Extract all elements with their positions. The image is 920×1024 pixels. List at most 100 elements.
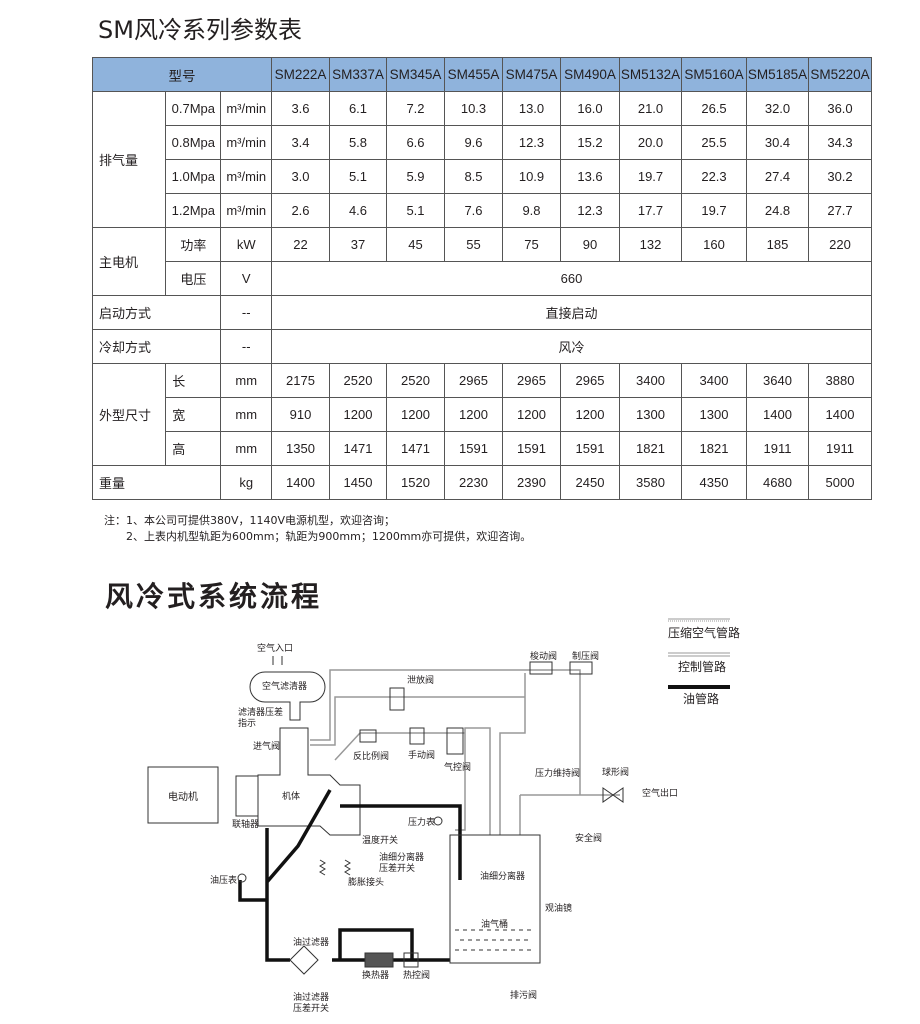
cell: 26.5 <box>681 91 747 126</box>
cell: 1400 <box>271 465 330 500</box>
heat-exchanger <box>364 952 394 968</box>
control-lines <box>310 669 620 835</box>
label-oil-gauge: 油压表 <box>210 876 238 886</box>
cell: 1591 <box>502 431 561 466</box>
header-model: SM5160A <box>681 57 747 92</box>
cell: 风冷 <box>271 329 872 364</box>
pressure: 1.0Mpa <box>165 159 222 194</box>
label-ratio: 反比例阀 <box>353 752 390 762</box>
label-thermo: 热控阀 <box>403 971 431 981</box>
header-model: SM490A <box>560 57 620 92</box>
cell: 24.8 <box>746 193 809 228</box>
label-ball: 球形阀 <box>602 768 630 778</box>
manual-valve <box>409 727 425 745</box>
header-model: SM5132A <box>619 57 682 92</box>
cell: 32.0 <box>746 91 809 126</box>
cell: 15.2 <box>560 125 620 160</box>
cell: 2175 <box>271 363 330 398</box>
cell: 1200 <box>386 397 445 432</box>
unit: mm <box>220 397 272 432</box>
shuttle-valve <box>529 661 553 675</box>
motor-box <box>147 766 219 824</box>
pressure: 0.8Mpa <box>165 125 222 160</box>
label-of-dp-2: 压差开关 <box>293 1004 330 1014</box>
note-1: 注：1、本公司可提供380V，1140V电源机型，欢迎咨询； <box>104 514 396 527</box>
label-air-out: 空气出口 <box>642 789 679 799</box>
cell: 2965 <box>560 363 620 398</box>
label-vent: 泄放阀 <box>407 676 435 686</box>
cell: 4350 <box>681 465 747 500</box>
expansion-joint <box>319 859 351 876</box>
label-airend: 机体 <box>282 792 301 802</box>
oil-level <box>455 929 535 951</box>
label-sep-dp-2: 压差开关 <box>379 864 416 874</box>
cell: 19.7 <box>681 193 747 228</box>
group-label: 冷却方式 <box>91 329 222 364</box>
label-temp: 温度开关 <box>362 836 399 846</box>
cell: 1591 <box>560 431 620 466</box>
group-label: 启动方式 <box>91 295 222 330</box>
cell: 13.0 <box>502 91 561 126</box>
pilot-valve <box>446 727 464 755</box>
cell: 25.5 <box>681 125 747 160</box>
coupling <box>235 775 259 817</box>
sub-label: 宽 <box>165 397 222 432</box>
header-model: SM5220A <box>808 57 872 92</box>
cell: 3.0 <box>271 159 330 194</box>
cell: 3400 <box>681 363 747 398</box>
cell: 2.6 <box>271 193 330 228</box>
cell: 19.7 <box>619 159 682 194</box>
cell: 21.0 <box>619 91 682 126</box>
unit: -- <box>220 295 272 330</box>
sub-label: 高 <box>165 431 222 466</box>
cell: 2230 <box>444 465 503 500</box>
label-hx: 换热器 <box>362 971 390 981</box>
label-separator: 油细分离器 <box>480 872 526 882</box>
cell: 2965 <box>502 363 561 398</box>
cell: 1821 <box>681 431 747 466</box>
legend-oil: 油管路 <box>683 692 720 706</box>
label-coupling: 联轴器 <box>232 820 260 830</box>
label-shuttle: 梭动阀 <box>530 652 558 662</box>
sub-label: 长 <box>165 363 222 398</box>
label-safety: 安全阀 <box>575 834 603 844</box>
table-row: 冷却方式--风冷 <box>91 329 872 364</box>
unit: m³/min <box>220 159 272 194</box>
header-model: SM475A <box>502 57 561 92</box>
label-air-filter: 空气滤清器 <box>262 682 308 692</box>
cell: 1200 <box>560 397 620 432</box>
label-intake: 进气阀 <box>253 742 281 752</box>
cell: 45 <box>386 227 445 262</box>
group-label: 重量 <box>91 465 222 500</box>
cell: 1300 <box>681 397 747 432</box>
unit: mm <box>220 431 272 466</box>
cell: 1520 <box>386 465 445 500</box>
cell: 22 <box>271 227 330 262</box>
cell: 1200 <box>329 397 387 432</box>
cell: 22.3 <box>681 159 747 194</box>
label-sight: 观油镜 <box>545 904 573 914</box>
cell: 1300 <box>619 397 682 432</box>
cell: 160 <box>681 227 747 262</box>
cell: 13.6 <box>560 159 620 194</box>
cell: 3580 <box>619 465 682 500</box>
cell: 3640 <box>746 363 809 398</box>
cell: 37 <box>329 227 387 262</box>
cell: 3.6 <box>271 91 330 126</box>
label-filter-dp: 滤清器压差 <box>238 708 284 718</box>
label-expansion: 膨胀接头 <box>348 878 385 888</box>
label-drain: 排污阀 <box>510 991 538 1001</box>
cell: 2965 <box>444 363 503 398</box>
label-of-dp: 油过滤器 <box>293 993 330 1003</box>
label-regulator: 制压阀 <box>572 652 600 662</box>
cell: 16.0 <box>560 91 620 126</box>
unit: -- <box>220 329 272 364</box>
